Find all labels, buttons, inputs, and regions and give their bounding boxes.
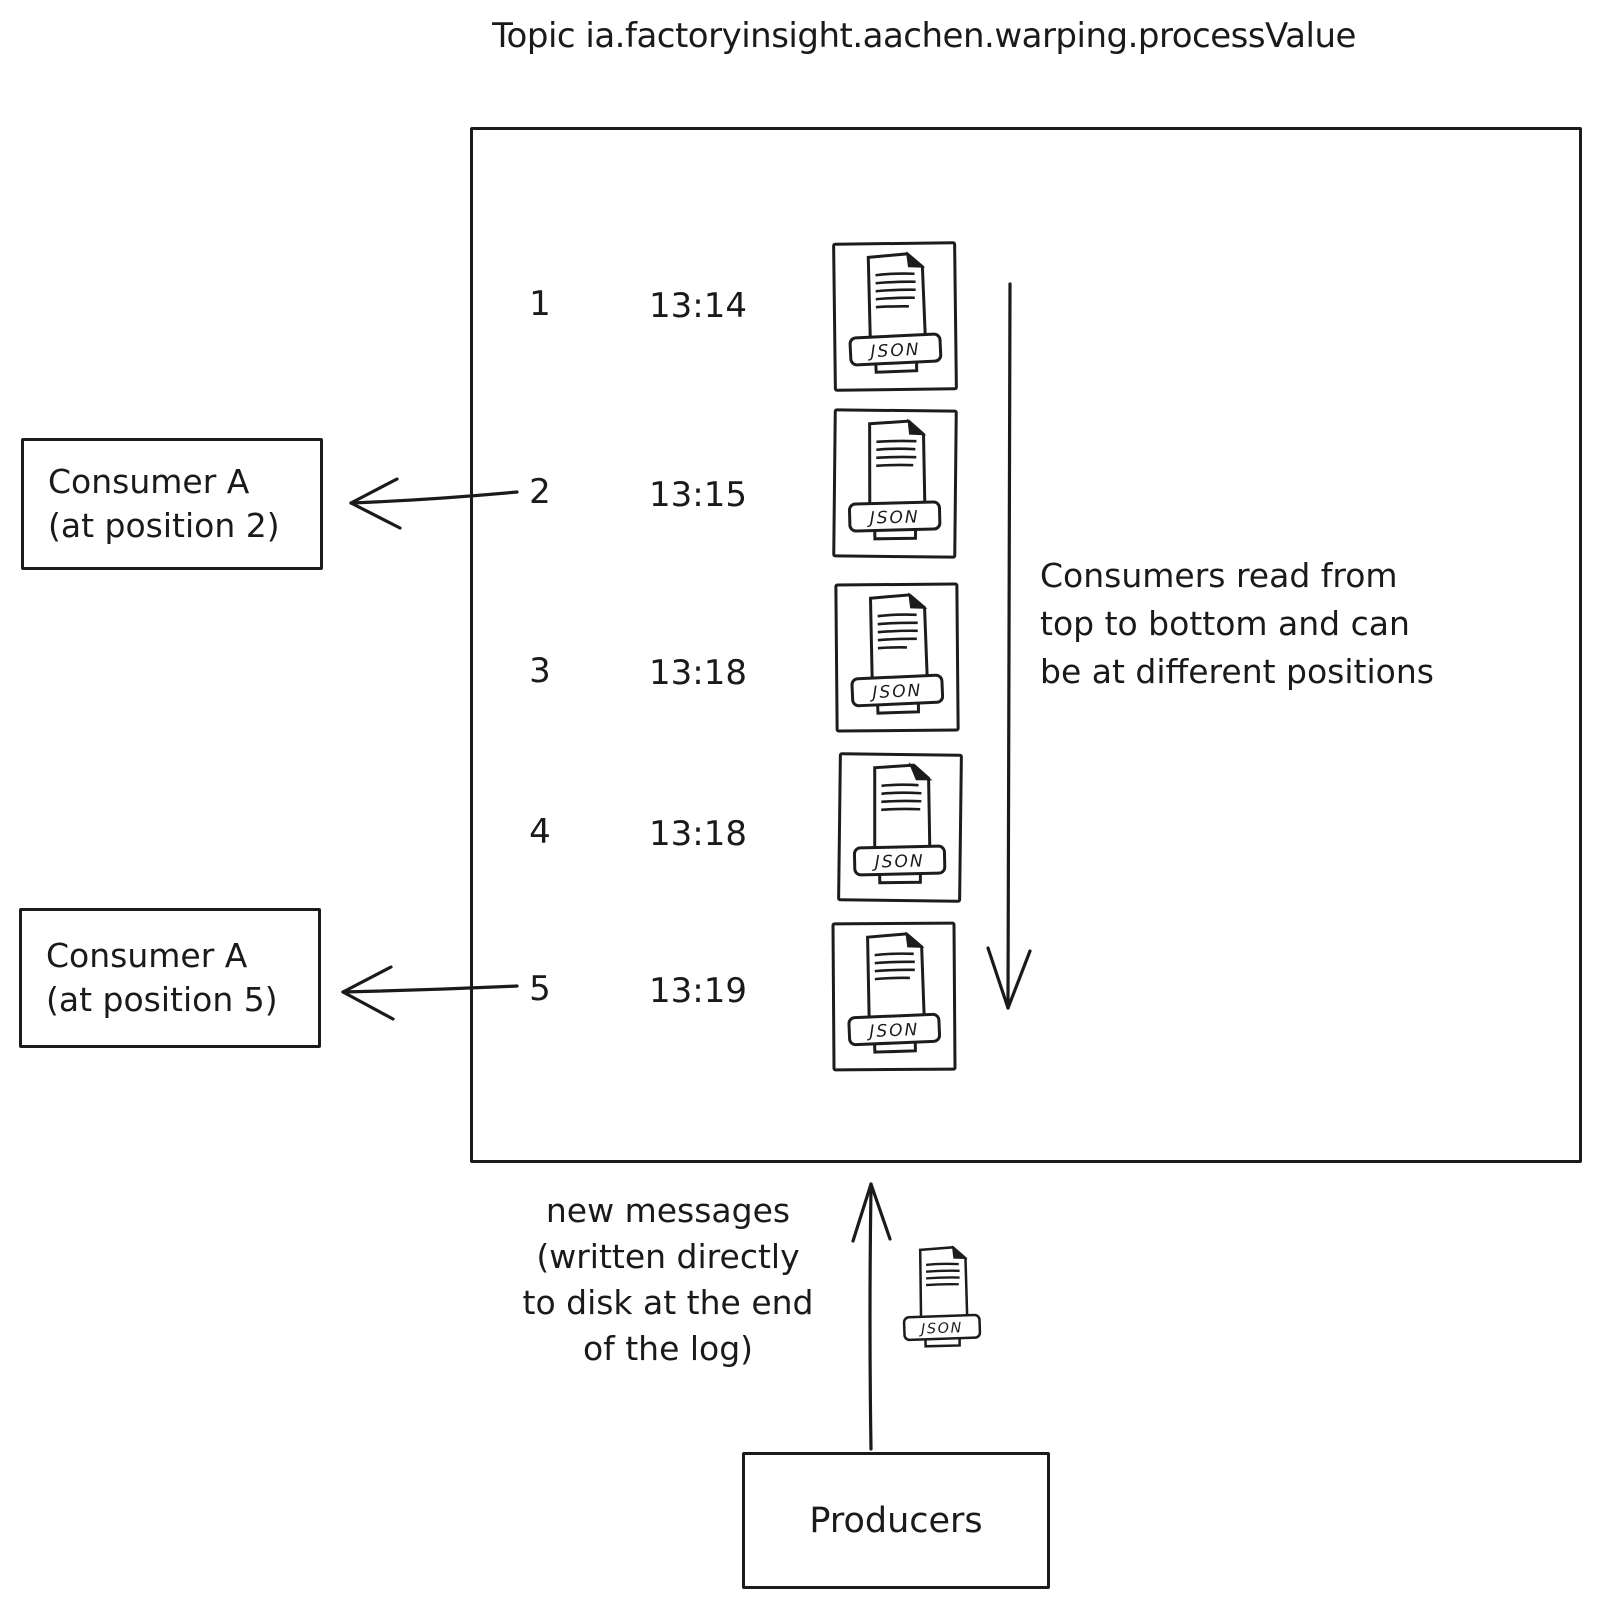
note-line: Consumers read from <box>1040 556 1398 595</box>
message-timestamp-3: 13:18 <box>649 653 747 693</box>
consumer-position: (at position 2) <box>48 506 280 545</box>
message-offset-2: 2 <box>529 472 551 512</box>
message-icon-4: JSON <box>837 752 963 903</box>
message-timestamp-2: 13:15 <box>649 475 747 515</box>
message-offset-5: 5 <box>529 969 551 1009</box>
json-label: JSON <box>867 340 921 362</box>
consumers-read-note: Consumers read from top to bottom and ca… <box>1040 552 1434 696</box>
consumer-a-pos2-box: Consumer A (at position 2) <box>21 438 323 570</box>
message-icon-3: JSON <box>834 582 960 733</box>
json-document-icon: JSON <box>852 762 947 885</box>
json-label: JSON <box>918 1320 963 1338</box>
consumer-position: (at position 5) <box>46 980 278 1019</box>
incoming-message-icon: JSON <box>900 1244 984 1357</box>
new-messages-note: new messages (written directly to disk a… <box>476 1188 860 1372</box>
note-line: (written directly <box>536 1237 800 1276</box>
message-offset-3: 3 <box>529 651 551 691</box>
message-offset-1: 1 <box>529 284 551 324</box>
json-document-icon: JSON <box>847 931 942 1054</box>
json-document-icon: JSON <box>848 251 943 374</box>
json-label: JSON <box>871 851 924 872</box>
consumer-name: Consumer A <box>48 461 250 501</box>
note-line: be at different positions <box>1040 652 1434 691</box>
note-line: of the log) <box>582 1329 754 1368</box>
json-label: JSON <box>867 507 920 528</box>
note-line: top to bottom and can <box>1040 604 1410 643</box>
json-document-icon: JSON <box>902 1245 982 1348</box>
note-line: new messages <box>545 1191 791 1230</box>
consumer-a-pos5-box: Consumer A (at position 5) <box>19 908 321 1048</box>
message-timestamp-4: 13:18 <box>649 814 747 854</box>
message-icon-5: JSON <box>831 921 957 1072</box>
message-timestamp-5: 13:19 <box>649 971 747 1011</box>
message-timestamp-1: 13:14 <box>649 286 747 326</box>
json-document-icon: JSON <box>848 418 942 541</box>
producers-box: Producers <box>742 1452 1050 1589</box>
producers-label: Producers <box>809 1500 983 1541</box>
message-icon-1: JSON <box>832 241 958 392</box>
topic-title: Topic ia.factoryinsight.aachen.warping.p… <box>492 16 1356 56</box>
json-label: JSON <box>869 681 923 703</box>
message-offset-4: 4 <box>529 812 551 852</box>
json-document-icon: JSON <box>850 592 945 715</box>
consumer-name: Consumer A <box>46 935 248 975</box>
message-icon-2: JSON <box>832 408 958 559</box>
json-label: JSON <box>866 1020 920 1042</box>
note-line: to disk at the end <box>522 1283 814 1322</box>
